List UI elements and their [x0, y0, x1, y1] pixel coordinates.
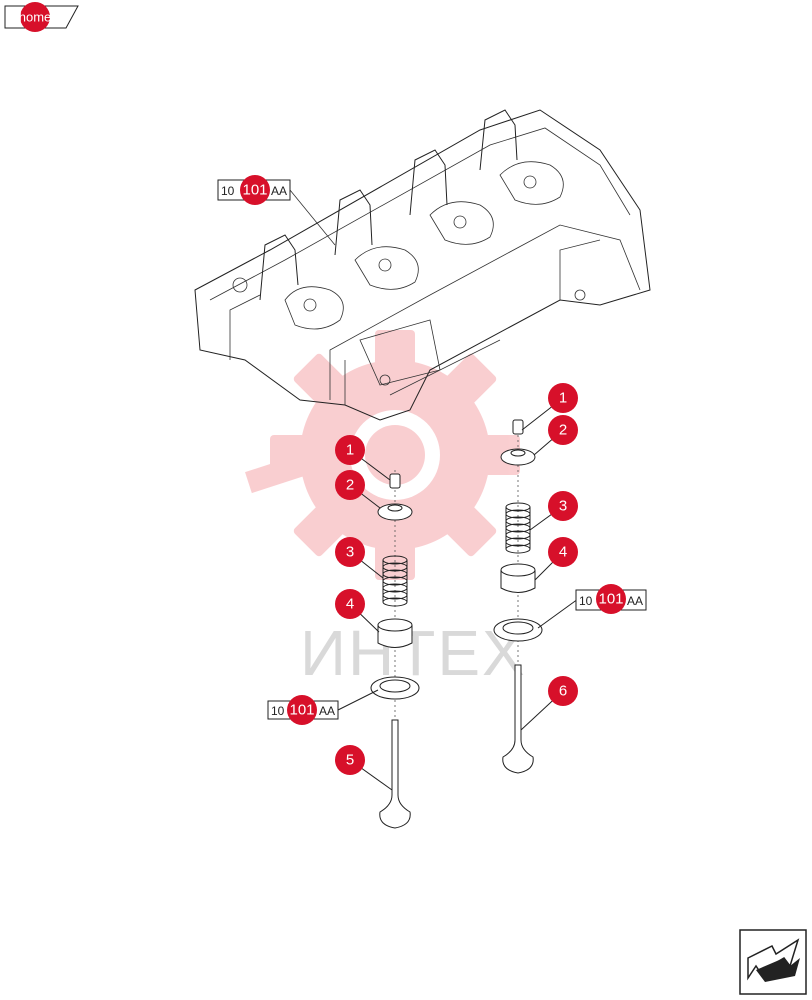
reference-label-left-prefix: 10 [271, 704, 285, 718]
right-keeper-part [512, 419, 524, 435]
reference-label-left-number: 101 [289, 702, 314, 719]
reference-label-left-suffix: AA [319, 704, 335, 718]
home-button-label: home [19, 10, 52, 25]
callout-right-valve[interactable]: 6 [548, 676, 578, 706]
callout-left-keeper[interactable]: 1 [335, 435, 365, 465]
callout-left-keeper-label: 1 [346, 442, 354, 459]
callout-right-seal[interactable]: 4 [548, 537, 578, 567]
right-retainer-part [500, 448, 536, 466]
callout-left-seal-label: 4 [346, 596, 354, 613]
callout-left-retainer-label: 2 [346, 477, 354, 494]
watermark-gear-icon [245, 330, 520, 580]
reference-label-head[interactable]: 10 AA 101 [217, 175, 336, 246]
callout-left-valve[interactable]: 5 [335, 745, 365, 775]
callout-right-spring-label: 3 [559, 498, 567, 515]
callout-left-retainer[interactable]: 2 [335, 470, 365, 500]
callout-right-keeper-label: 1 [559, 390, 567, 407]
reference-label-prefix: 10 [221, 184, 235, 198]
reference-label-suffix: AA [271, 184, 287, 198]
reference-label-right-prefix: 10 [579, 594, 593, 608]
reference-label-right[interactable]: 10 AA 101 [575, 584, 647, 614]
left-valve-part [379, 719, 411, 829]
reference-label-right-suffix: AA [627, 594, 643, 608]
left-washer-part [370, 676, 420, 700]
reference-label-left[interactable]: 10 AA 101 [267, 695, 339, 725]
home-button[interactable]: home [4, 2, 79, 32]
callout-right-retainer-label: 2 [559, 422, 567, 439]
left-retainer-part [377, 503, 413, 521]
right-seal-part [500, 563, 536, 593]
reference-label-right-number: 101 [598, 591, 623, 608]
next-page-button[interactable] [739, 929, 807, 995]
watermark-logo [245, 330, 520, 580]
callout-left-seal[interactable]: 4 [335, 589, 365, 619]
right-valve-part [502, 664, 534, 774]
callout-left-valve-label: 5 [346, 752, 354, 769]
callout-right-retainer[interactable]: 2 [548, 415, 578, 445]
callout-right-spring[interactable]: 3 [548, 491, 578, 521]
left-valve-assembly [370, 470, 420, 829]
callout-left-spring[interactable]: 3 [335, 537, 365, 567]
left-keeper-part [389, 473, 401, 489]
callout-right-keeper[interactable]: 1 [548, 383, 578, 413]
callout-right-seal-label: 4 [559, 544, 567, 561]
callout-left-spring-label: 3 [346, 544, 354, 561]
right-valve-assembly [493, 419, 543, 774]
watermark-text: ИНТЕХ [300, 617, 527, 689]
left-seal-part [377, 618, 413, 648]
right-spring-part [505, 502, 531, 554]
cylinder-head-drawing [194, 109, 651, 421]
left-spring-part [382, 555, 408, 607]
right-washer-part [493, 618, 543, 642]
arrow-right-icon [747, 938, 800, 982]
callout-right-valve-label: 6 [559, 683, 567, 700]
reference-label-number: 101 [242, 182, 267, 199]
